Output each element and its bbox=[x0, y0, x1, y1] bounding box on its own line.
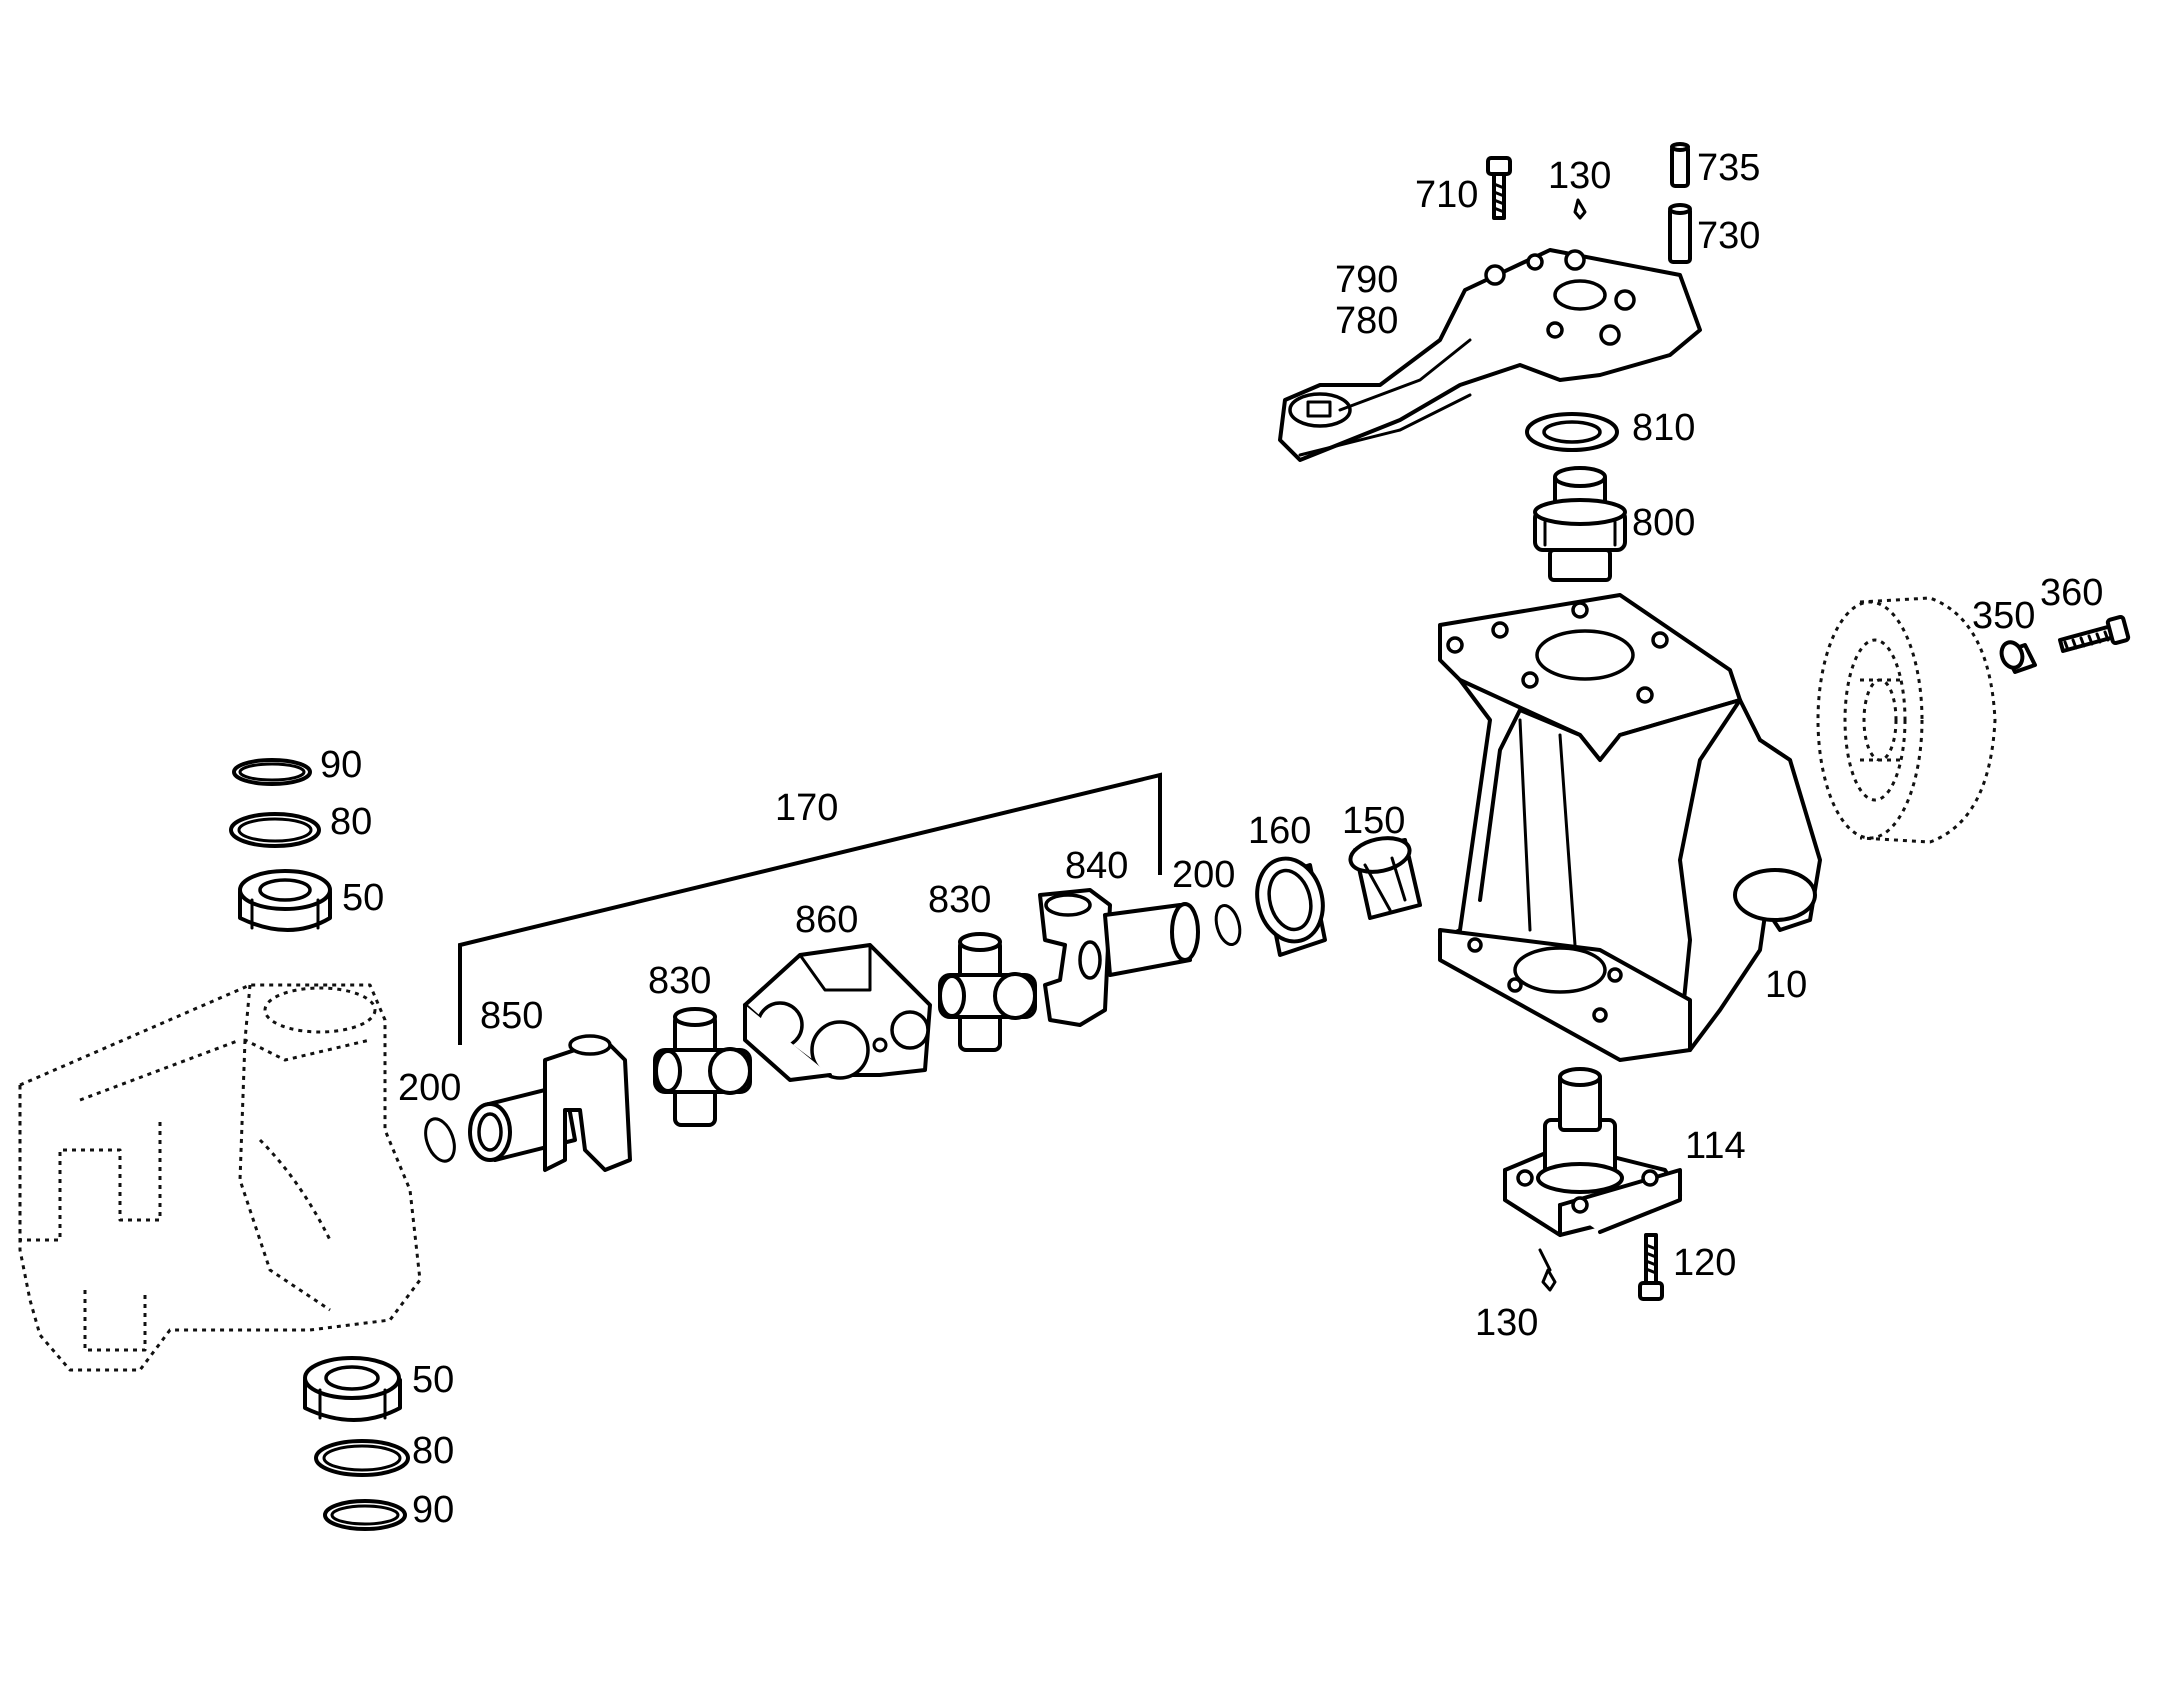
label-810: 810 bbox=[1632, 407, 1695, 449]
label-790: 790 bbox=[1335, 259, 1398, 301]
label-150: 150 bbox=[1342, 800, 1405, 842]
label-50-lower: 50 bbox=[412, 1359, 454, 1401]
label-200-left: 200 bbox=[398, 1067, 461, 1109]
bearing-50-lower bbox=[303, 1356, 402, 1422]
grease-nipple-130-bottom bbox=[1538, 1248, 1557, 1292]
snap-ring-200-right bbox=[1214, 903, 1242, 947]
label-710: 710 bbox=[1415, 174, 1478, 216]
wheel-hub-outline bbox=[1816, 596, 1997, 844]
label-50-upper: 50 bbox=[342, 877, 384, 919]
label-114: 114 bbox=[1685, 1125, 1746, 1167]
pin-735 bbox=[1670, 142, 1690, 188]
flange-pin-114 bbox=[1503, 1067, 1682, 1237]
seal-ring-90-lower bbox=[323, 1499, 407, 1531]
screw-360 bbox=[2058, 615, 2131, 653]
seal-ring-80-upper bbox=[229, 812, 321, 848]
bolt-120 bbox=[1638, 1233, 1664, 1301]
snap-ring-200-left bbox=[424, 1117, 456, 1163]
sleeve-350 bbox=[1999, 640, 2037, 674]
bolt-710 bbox=[1486, 156, 1512, 220]
label-90-lower: 90 bbox=[412, 1489, 454, 1531]
label-800: 800 bbox=[1632, 502, 1695, 544]
group-bracket-170 bbox=[458, 772, 1162, 1045]
label-830-left: 830 bbox=[648, 960, 711, 1002]
label-780: 780 bbox=[1335, 300, 1398, 342]
label-735: 735 bbox=[1697, 147, 1760, 189]
label-80-lower: 80 bbox=[412, 1430, 454, 1472]
label-130-bottom: 130 bbox=[1475, 1302, 1538, 1344]
label-830-right: 830 bbox=[928, 879, 991, 921]
label-850: 850 bbox=[480, 995, 543, 1037]
yoke-shaft-840 bbox=[1038, 888, 1200, 1027]
label-170: 170 bbox=[775, 787, 838, 829]
grease-nipple-130-top bbox=[1573, 198, 1587, 220]
label-200-right: 200 bbox=[1172, 854, 1235, 896]
seal-160 bbox=[1255, 856, 1327, 957]
yoke-shaft-850 bbox=[468, 1034, 632, 1172]
seal-ring-80-lower bbox=[314, 1439, 410, 1477]
axle-housing-outline bbox=[18, 983, 422, 1372]
label-840: 840 bbox=[1065, 845, 1128, 887]
pin-730 bbox=[1668, 203, 1692, 264]
spider-830-left bbox=[653, 1007, 752, 1127]
washer-810 bbox=[1525, 412, 1619, 452]
label-160: 160 bbox=[1248, 810, 1311, 852]
center-housing-860 bbox=[743, 943, 932, 1082]
label-90-upper: 90 bbox=[320, 744, 362, 786]
label-130-top: 130 bbox=[1548, 155, 1611, 197]
spider-830-right bbox=[938, 932, 1037, 1052]
label-360: 360 bbox=[2040, 572, 2103, 614]
label-120: 120 bbox=[1673, 1242, 1736, 1284]
label-80-upper: 80 bbox=[330, 801, 372, 843]
bearing-50-upper bbox=[238, 869, 332, 932]
label-730: 730 bbox=[1697, 215, 1760, 257]
bush-150 bbox=[1348, 836, 1422, 920]
steering-arm-780-790 bbox=[1278, 248, 1702, 462]
label-10: 10 bbox=[1765, 964, 1807, 1006]
label-860: 860 bbox=[795, 899, 858, 941]
king-pin-800 bbox=[1533, 466, 1627, 582]
seal-ring-90-upper bbox=[232, 758, 312, 786]
steering-knuckle-10 bbox=[1438, 593, 1822, 1062]
label-350: 350 bbox=[1972, 595, 2035, 637]
